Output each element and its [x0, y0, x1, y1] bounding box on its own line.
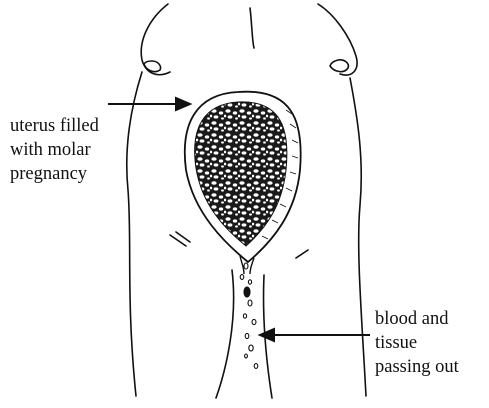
left-torso-outline	[127, 72, 142, 396]
right-torso-outline	[350, 78, 366, 396]
blood-label-line-3: passing out	[375, 355, 459, 379]
blood-label-line-2: tissue	[375, 331, 459, 355]
right-breast-outline	[318, 4, 357, 75]
blood-label-line-1: blood and	[375, 307, 459, 331]
left-breast-outline	[141, 4, 170, 75]
blood-tissue-drops	[240, 263, 258, 368]
blood-arrow	[260, 329, 370, 341]
blood-label: blood and tissue passing out	[375, 307, 459, 379]
uterus-label-line-2: with molar	[10, 138, 99, 162]
uterus-arrow	[108, 98, 190, 110]
uterus-label-line-3: pregnancy	[10, 162, 99, 186]
right-nipple	[330, 60, 348, 72]
uterus-label-line-1: uterus filled	[10, 114, 99, 138]
uterus-label: uterus filled with molar pregnancy	[10, 114, 99, 186]
